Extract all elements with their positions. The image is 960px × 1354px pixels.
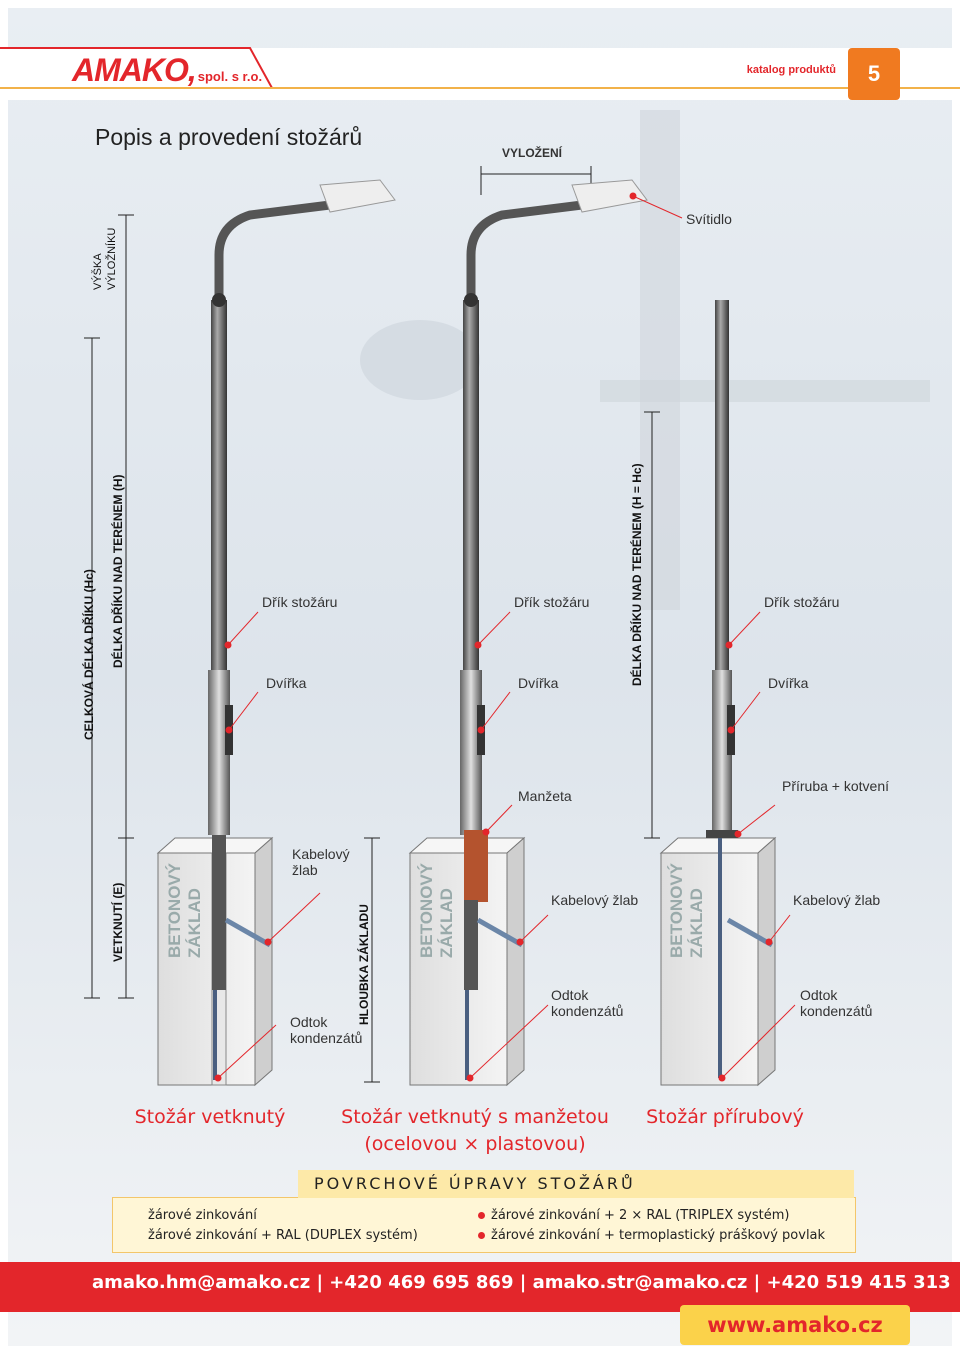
label-kabelovy-3: Kabelový žlab bbox=[793, 892, 881, 908]
label-priruba: Příruba + kotvení bbox=[782, 778, 890, 794]
label-odtok-3a: Odtok bbox=[800, 987, 838, 1003]
label-kabelovy-1a: Kabelový bbox=[292, 846, 350, 862]
label-delka-driku-h: DÉLKA DŘÍKU NAD TERÉNEM (H) bbox=[111, 474, 125, 668]
label-kabelovy-1b: žlab bbox=[292, 862, 318, 878]
treatment-item: žárové zinkování + RAL (DUPLEX systém) bbox=[148, 1228, 418, 1243]
foundation-label-3a: BETONOVÝ bbox=[667, 862, 686, 958]
treatment-item: žárové zinkování + termoplastický práško… bbox=[478, 1228, 825, 1243]
label-svitidlo: Svítidlo bbox=[686, 211, 732, 227]
pole-diagram bbox=[84, 166, 796, 1087]
label-odtok-2a: Odtok bbox=[551, 987, 589, 1003]
label-dvirka-3: Dvířka bbox=[768, 675, 809, 691]
foundation-label-1a: BETONOVÝ bbox=[165, 862, 184, 958]
leader-lines bbox=[214, 192, 796, 1082]
caption-prirubovy: Stožár přírubový bbox=[646, 1106, 804, 1128]
label-drik-1: Dřík stožáru bbox=[262, 594, 338, 610]
label-odtok-3b: kondenzátů bbox=[800, 1003, 873, 1019]
label-hloubka-zakladu: HLOUBKA ZÁKLADU bbox=[357, 904, 371, 1025]
label-dvirka-2: Dvířka bbox=[518, 675, 559, 691]
page-title: Popis a provedení stožárů bbox=[95, 124, 363, 150]
label-drik-2: Dřík stožáru bbox=[514, 594, 590, 610]
caption-vetknuty: Stožár vetknutý bbox=[134, 1106, 286, 1128]
label-vyska-vylozniku-1: VÝŠKA bbox=[92, 253, 104, 290]
label-vylozeni: VYLOŽENÍ bbox=[502, 146, 563, 160]
label-vetknuti: VETKNUTÍ (E) bbox=[111, 882, 125, 962]
header-band bbox=[0, 47, 960, 100]
foundation-label-3b: ZÁKLAD bbox=[687, 888, 706, 958]
treatment-item: žárové zinkování bbox=[148, 1208, 257, 1223]
foundation-label-2a: BETONOVÝ bbox=[417, 862, 436, 958]
caption-manzeta-line1: Stožár vetknutý s manžetou bbox=[341, 1106, 609, 1128]
surface-treatments-title: POVRCHOVÉ ÚPRAVY STOŽÁRŮ bbox=[298, 1170, 854, 1198]
label-manzeta: Manžeta bbox=[518, 788, 572, 804]
footer-contacts[interactable]: amako.hm@amako.cz | +420 469 695 869 | a… bbox=[92, 1272, 951, 1293]
page-number: 5 bbox=[848, 48, 900, 100]
label-delka-driku-hc: DÉLKA DŘÍKU NAD TERÉNEM (H = Hc) bbox=[630, 463, 644, 686]
page-header: AMAKO,spol. s r.o. katalog produktů 5 bbox=[0, 0, 960, 100]
label-dvirka-1: Dvířka bbox=[266, 675, 307, 691]
surface-treatments-box bbox=[112, 1197, 856, 1253]
bullet-icon bbox=[478, 1212, 485, 1219]
foundation-label-1b: ZÁKLAD bbox=[185, 888, 204, 958]
company-logo: AMAKO,spol. s r.o. bbox=[72, 52, 263, 88]
label-kabelovy-2: Kabelový žlab bbox=[551, 892, 639, 908]
bullet-icon bbox=[478, 1232, 485, 1239]
pole-2 bbox=[460, 179, 648, 1080]
catalog-label: katalog produktů bbox=[746, 64, 836, 76]
label-vyska-vylozniku-2: VÝLOŽNÍKU bbox=[106, 227, 118, 290]
pole-3 bbox=[706, 300, 774, 1078]
foundation-label-2b: ZÁKLAD bbox=[437, 888, 456, 958]
caption-manzeta-line2: (ocelovou × plastovou) bbox=[364, 1133, 586, 1155]
label-drik-3: Dřík stožáru bbox=[764, 594, 840, 610]
label-odtok-1a: Odtok bbox=[290, 1014, 328, 1030]
website-link[interactable]: www.amako.cz bbox=[680, 1305, 910, 1345]
label-odtok-2b: kondenzátů bbox=[551, 1003, 624, 1019]
foundation-3 bbox=[659, 836, 777, 1087]
footer-band bbox=[0, 1262, 960, 1312]
label-odtok-1b: kondenzátů bbox=[290, 1030, 363, 1046]
treatment-item: žárové zinkování + 2 × RAL (TRIPLEX syst… bbox=[478, 1208, 789, 1223]
dimension-lines bbox=[84, 166, 660, 1083]
label-celkova-delka: CELKOVÁ DÉLKA DŘÍKU (Hc) bbox=[82, 569, 96, 740]
